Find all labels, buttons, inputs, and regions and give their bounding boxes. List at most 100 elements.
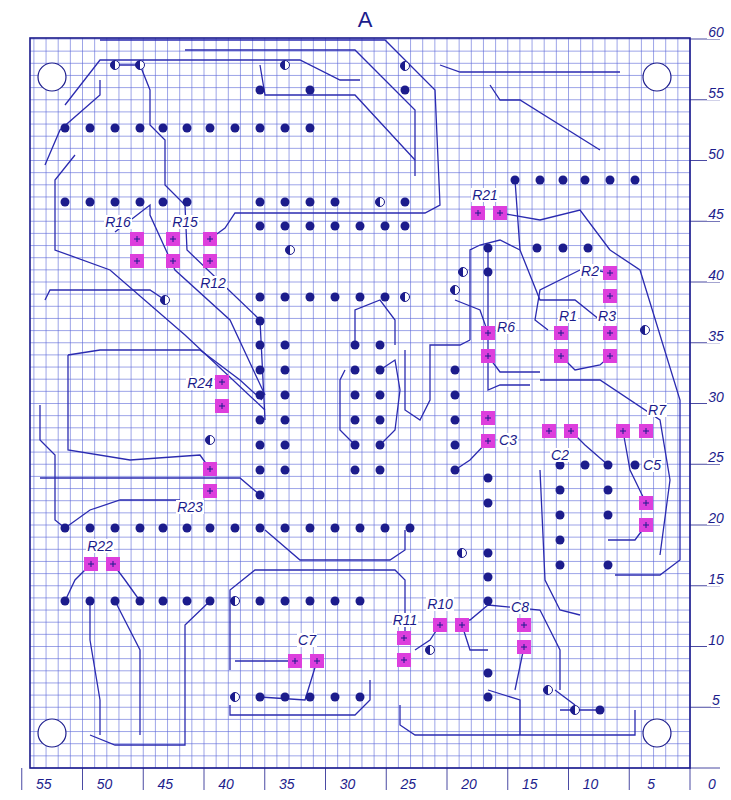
- component-label: R16: [104, 215, 132, 229]
- copper-trace: [115, 205, 265, 395]
- solder-pad: [281, 693, 290, 702]
- solder-pad: [351, 441, 360, 450]
- mounting-hole: [38, 719, 66, 747]
- solder-pad: [231, 524, 240, 533]
- smd-pad: [517, 640, 531, 654]
- pad-square: [542, 424, 556, 438]
- half-pads: [111, 61, 650, 715]
- via-fill: [231, 693, 236, 702]
- copper-trace: [115, 601, 140, 735]
- smd-pad: [455, 618, 469, 632]
- pad-square: [554, 326, 568, 340]
- pad-cross: [558, 353, 564, 359]
- solder-pad: [604, 511, 613, 520]
- axis-number: 25: [707, 450, 725, 464]
- title: A: [357, 9, 374, 31]
- pad-square: [397, 653, 411, 667]
- smd-pad: [130, 232, 144, 246]
- solder-pad: [451, 391, 460, 400]
- pad-square: [433, 618, 447, 632]
- pad-square: [310, 654, 324, 668]
- axis-tick: [507, 768, 508, 790]
- pad-cross: [521, 644, 527, 650]
- via-fill: [161, 296, 166, 305]
- solder-pad: [484, 669, 493, 678]
- via-fill: [451, 286, 456, 295]
- grid-line: [30, 196, 690, 197]
- smd-pad: [493, 206, 507, 220]
- solder-pad: [136, 597, 145, 606]
- pad-cross: [459, 622, 465, 628]
- smd-pad: [554, 349, 568, 363]
- solder-pad: [256, 597, 265, 606]
- via-pad: [111, 61, 120, 70]
- pad-cross: [607, 330, 613, 336]
- axis-number: 30: [707, 390, 725, 404]
- via-pad: [571, 706, 580, 715]
- solder-pad: [256, 341, 265, 350]
- grid-line: [30, 476, 690, 477]
- copper-trace: [90, 601, 210, 745]
- pad-cross: [207, 466, 213, 472]
- axis-tick: [629, 768, 630, 790]
- grid-line: [30, 136, 690, 137]
- smd-pad: [639, 518, 653, 532]
- solder-pad: [61, 198, 70, 207]
- grid-line: [30, 464, 690, 465]
- copper-trace: [610, 250, 680, 575]
- copper-trace: [230, 680, 370, 715]
- solder-pad: [381, 222, 390, 231]
- copper-trace: [265, 530, 405, 560]
- solder-pad: [401, 86, 410, 95]
- pad-square: [603, 266, 617, 280]
- copper-trace: [455, 605, 560, 690]
- via-ring: [281, 61, 290, 70]
- mounting-hole: [643, 63, 671, 91]
- pad-square: [471, 206, 485, 220]
- component-label: C7: [297, 633, 317, 647]
- solder-pad: [306, 222, 315, 231]
- solder-pad: [159, 124, 168, 133]
- via-ring: [376, 198, 385, 207]
- smd-pad: [471, 206, 485, 220]
- via-pad: [459, 268, 468, 277]
- axis-tick: [264, 768, 265, 790]
- pad-square: [288, 654, 302, 668]
- copper-trace: [515, 180, 600, 320]
- pad-cross: [475, 210, 481, 216]
- solder-pad: [86, 597, 95, 606]
- pad-cross: [607, 353, 613, 359]
- pad-square: [517, 618, 531, 632]
- solder-pad: [61, 597, 70, 606]
- solder-pad: [351, 416, 360, 425]
- copper-trace: [340, 370, 355, 445]
- pad-square: [203, 232, 217, 246]
- via-ring: [401, 293, 410, 302]
- solder-pad: [256, 198, 265, 207]
- via-ring: [544, 686, 553, 695]
- copper-trace: [400, 705, 635, 735]
- pad-cross: [521, 622, 527, 628]
- smd-pad: [215, 375, 229, 389]
- solder-pad: [111, 124, 120, 133]
- grid-line: [30, 658, 690, 659]
- solder-pad: [111, 597, 120, 606]
- copper-trace: [405, 340, 470, 420]
- pad-square: [481, 326, 495, 340]
- smd-pad: [433, 618, 447, 632]
- solder-pad: [631, 176, 640, 185]
- smd-pad: [603, 266, 617, 280]
- pad-cross: [207, 488, 213, 494]
- smd-pads: [84, 206, 653, 668]
- copper-trace: [470, 240, 520, 340]
- solder-pad: [136, 124, 145, 133]
- component-label: R3: [597, 309, 617, 323]
- copper-trace: [40, 405, 65, 528]
- smd-pad: [517, 618, 531, 632]
- copper-trace: [540, 470, 580, 615]
- solder-pad: [281, 391, 290, 400]
- solder-pad: [533, 244, 542, 253]
- copper-trace: [235, 660, 295, 661]
- via-pad: [458, 549, 467, 558]
- via-fill: [111, 61, 116, 70]
